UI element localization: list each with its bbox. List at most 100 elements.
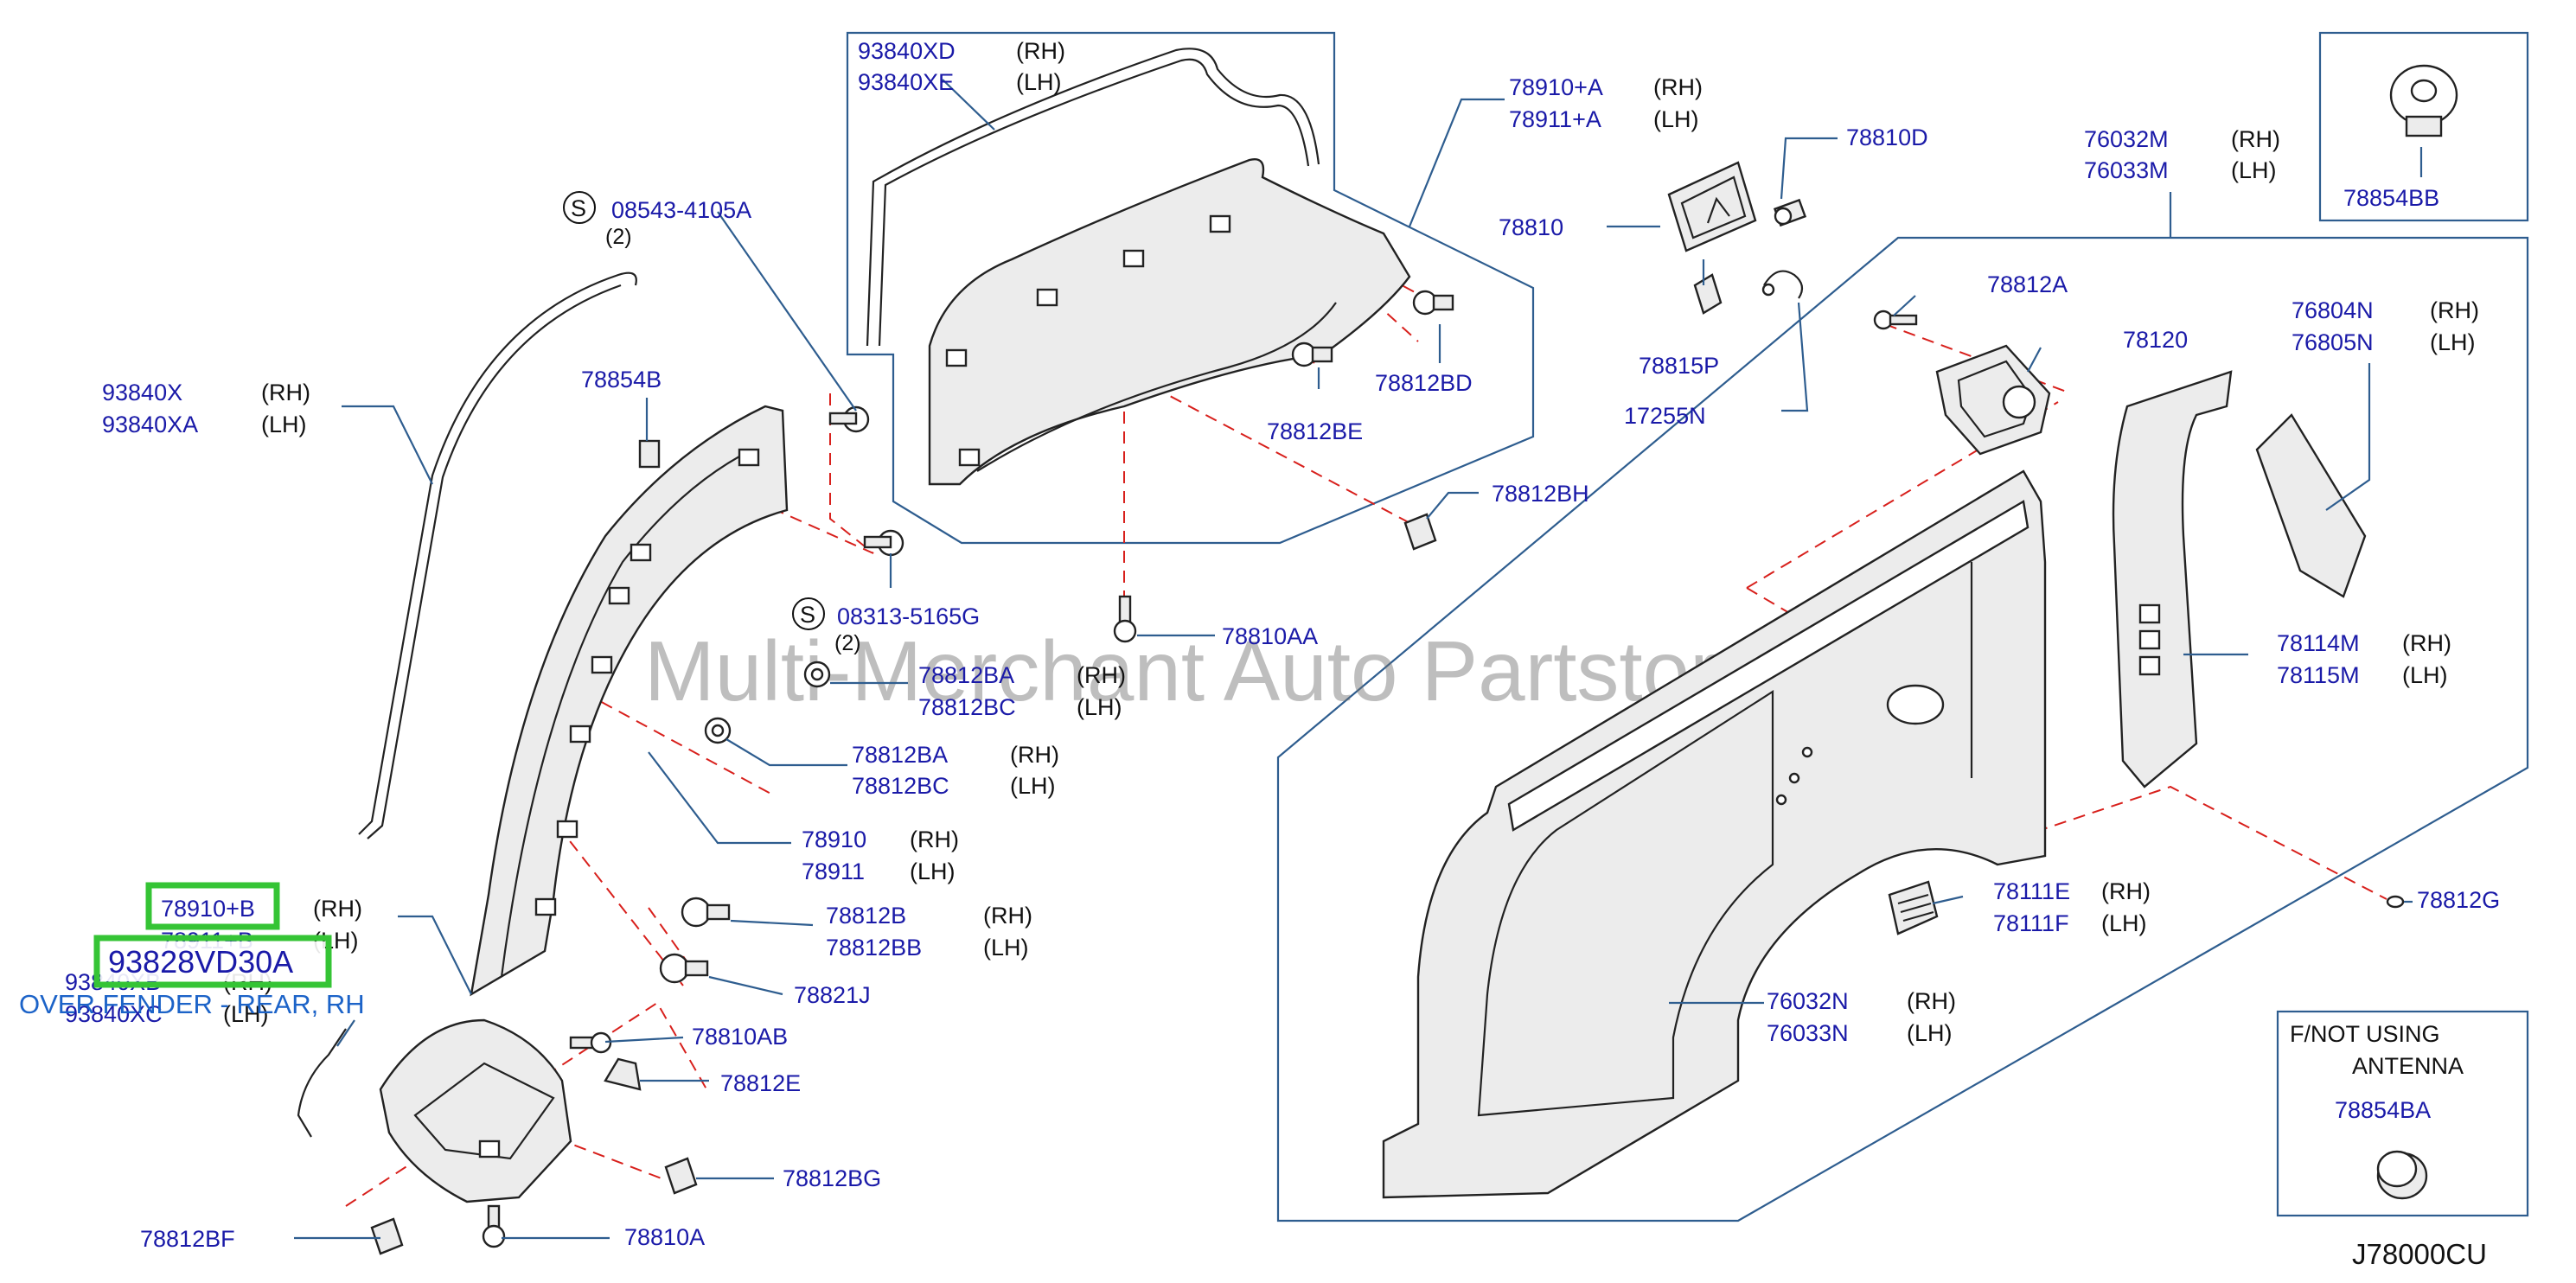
clip-17255N xyxy=(1761,270,1804,299)
part-number: 78812BA xyxy=(918,662,1014,688)
screw-symbol-2: S xyxy=(792,597,825,630)
clip-78111E xyxy=(1888,880,1939,935)
part-side: (LH) xyxy=(2402,662,2448,688)
part-side: (RH) xyxy=(2231,126,2280,152)
part-number: 78812BF xyxy=(140,1226,235,1252)
part-number: 78810 xyxy=(1499,214,1563,240)
part-side: (LH) xyxy=(2101,910,2147,936)
part-number: 78810A xyxy=(624,1224,705,1250)
inset-box-78854BB xyxy=(2318,31,2529,222)
screw-08543-4105A xyxy=(828,405,870,433)
over-fender-78910A xyxy=(928,158,1411,486)
part-side: (LH) xyxy=(1907,1020,1953,1046)
part-side: (RH) xyxy=(261,380,310,405)
part-number: 78812G xyxy=(2417,887,2500,913)
quantity-1: (2) xyxy=(605,225,632,249)
part-number: 78812A xyxy=(1987,271,2068,297)
over-fender-78910 xyxy=(470,405,789,997)
screw-78812A xyxy=(1873,310,1918,330)
part-number: 78812E xyxy=(720,1070,801,1096)
part-number: 78810AB xyxy=(692,1024,788,1050)
screw-78810AA xyxy=(1113,595,1137,643)
diagram-code: J78000CU xyxy=(2352,1238,2487,1270)
pillar-78114M xyxy=(2112,370,2233,788)
highlight-part-number[interactable]: 93828VD30A xyxy=(108,944,293,980)
clip-78812BG xyxy=(664,1157,698,1195)
gusset-76804N xyxy=(2255,413,2367,598)
part-number: 93840XC xyxy=(65,1001,163,1027)
grommet-78812BD xyxy=(1412,290,1454,316)
part-side: (RH) xyxy=(1907,988,1956,1014)
part-side: (LH) xyxy=(983,935,1029,961)
leader-lines xyxy=(294,79,2423,1240)
part-number: 78812BE xyxy=(1267,418,1363,444)
part-side: (LH) xyxy=(910,859,956,884)
body-side-assembly-outline xyxy=(1276,236,2529,1222)
over-fender-78910B xyxy=(379,1018,572,1203)
part-number: 78114M xyxy=(2277,630,2360,656)
highlight-box-78910B xyxy=(145,882,280,930)
fuel-lid-78120 xyxy=(1935,344,2051,456)
weatherstrip-93840XD xyxy=(866,48,1320,347)
upper-assembly-outline xyxy=(846,31,1535,545)
screw-78810AB xyxy=(569,1031,612,1054)
part-number: 78910+A xyxy=(1509,74,1603,100)
part-side: (RH) xyxy=(2430,297,2479,323)
part-number: 78854BA xyxy=(2335,1097,2431,1123)
clip-78812BH xyxy=(1403,513,1437,551)
grommet-78812BE xyxy=(1291,341,1333,367)
screw-symbol-1: S xyxy=(563,191,596,224)
grommet-78821J xyxy=(659,953,709,984)
highlight-caption[interactable]: OVER FENDER - REAR, RH xyxy=(19,989,365,1019)
grommet-78812G xyxy=(2386,895,2405,909)
plug-78854BA xyxy=(2376,1150,2428,1200)
part-side: (RH) xyxy=(1653,74,1703,100)
part-number: 76804N xyxy=(2292,297,2374,323)
part-number: 78815P xyxy=(1639,353,1719,379)
part-number: 78812BB xyxy=(826,935,922,961)
part-side: (RH) xyxy=(983,903,1032,929)
antenna-note-line2: ANTENNA xyxy=(2352,1053,2464,1079)
watermark: Multi-Merchant Auto Partstore xyxy=(644,623,1765,718)
part-number: 78911+A xyxy=(1509,106,1601,132)
part-number: 76032M xyxy=(2084,126,2169,152)
svg-text:S: S xyxy=(571,195,586,221)
part-number: 08313-5165G xyxy=(837,603,980,629)
part-number: 78854BB xyxy=(2343,185,2439,211)
clip-78812E xyxy=(604,1057,642,1091)
part-side: (RH) xyxy=(2402,630,2451,656)
part-number: 76033M xyxy=(2084,157,2169,183)
highlight-box-part[interactable] xyxy=(93,935,332,988)
grommet-78812BA-1 xyxy=(803,661,831,688)
part-side: (LH) xyxy=(1016,69,1062,95)
part-side: (LH) xyxy=(1010,773,1056,799)
clip-78815P xyxy=(1693,273,1723,315)
clip-78854BB xyxy=(2389,64,2458,137)
part-number: 78812BD xyxy=(1375,370,1473,396)
weatherstrip-93840X xyxy=(358,271,637,835)
part-side: (RH) xyxy=(2101,878,2151,904)
part-side: (RH) xyxy=(1010,742,1059,768)
part-number: 93840XD xyxy=(858,38,956,64)
part-number: 78812BC xyxy=(918,694,1016,720)
part-side: (LH) xyxy=(1653,106,1699,132)
part-side: (LH) xyxy=(223,1001,269,1027)
grommet-78812BA-2 xyxy=(704,717,732,744)
part-number: 76032N xyxy=(1767,988,1849,1014)
part-number: 17255N xyxy=(1624,403,1706,429)
part-side: (RH) xyxy=(1016,38,1065,64)
part-number: 78911 xyxy=(802,859,865,884)
svg-text:S: S xyxy=(800,602,815,628)
part-number: 78812BC xyxy=(852,773,949,799)
inset-box-antenna xyxy=(2276,1010,2529,1217)
part-number: 78810D xyxy=(1846,124,1928,150)
part-number: 78111F xyxy=(1993,910,2069,936)
part-number: 78910+B xyxy=(161,896,255,922)
part-number: 78812BA xyxy=(852,742,948,768)
part-number: 76033N xyxy=(1767,1020,1849,1046)
part-number: 76805N xyxy=(2292,329,2374,355)
highlight-label-bg xyxy=(100,942,325,981)
part-side: (RH) xyxy=(1077,662,1126,688)
body-side-panel-76032N xyxy=(1382,469,2047,1199)
